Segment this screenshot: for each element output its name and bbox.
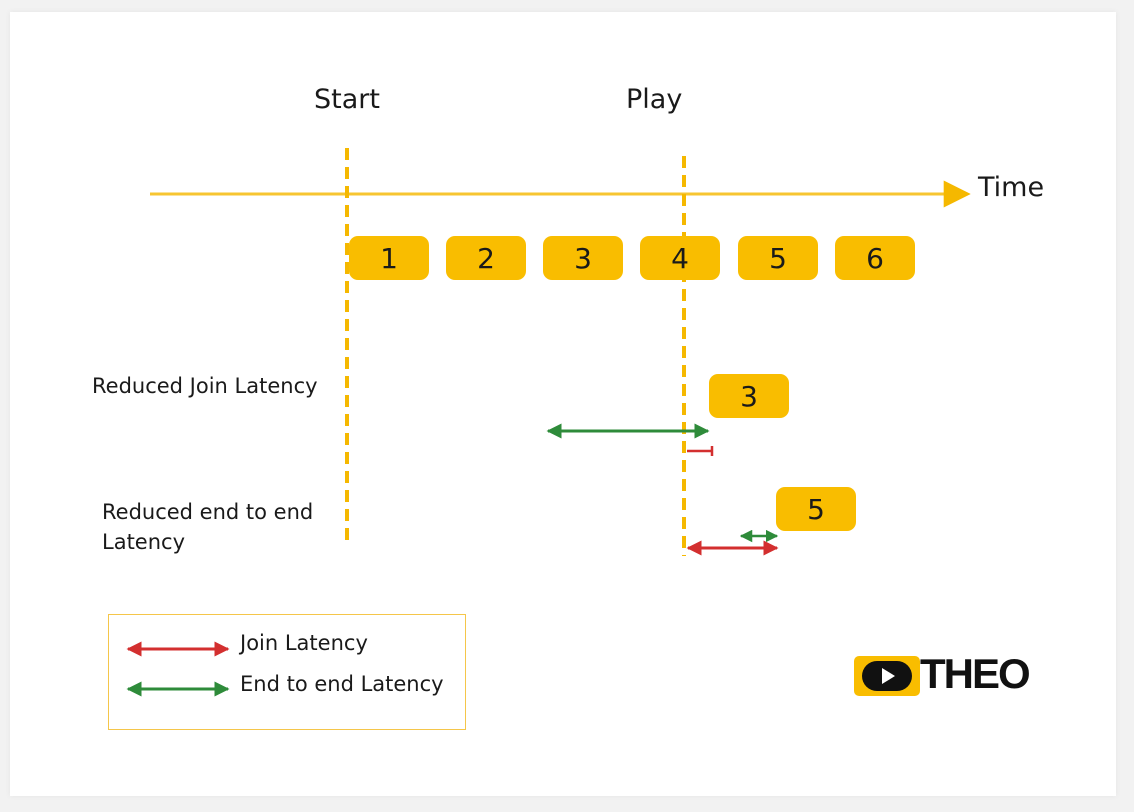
- segment-3: 3: [543, 236, 623, 280]
- theo-logo-text: THEO: [920, 650, 1031, 697]
- e2e-row-segment: 5: [776, 487, 856, 531]
- diagram-card: [10, 12, 1116, 796]
- play-label: Play: [626, 84, 683, 115]
- legend-e2e-label: End to end Latency: [240, 672, 444, 696]
- reduced-join-latency-label: Reduced Join Latency: [92, 374, 318, 398]
- reduced-e2e-latency-label-line1: Reduced end to end: [102, 500, 314, 524]
- reduced-e2e-latency-label-line2: Latency: [102, 530, 186, 554]
- time-axis-label: Time: [978, 172, 1045, 203]
- legend-join-label: Join Latency: [240, 631, 368, 655]
- segment-2: 2: [446, 236, 526, 280]
- join-row-segment: 3: [709, 374, 789, 418]
- segment-4: 4: [640, 236, 720, 280]
- start-label: Start: [314, 84, 380, 115]
- segment-6: 6: [835, 236, 915, 280]
- play-icon: [854, 656, 920, 696]
- legend-box: [108, 614, 466, 730]
- segment-1: 1: [349, 236, 429, 280]
- segment-5: 5: [738, 236, 818, 280]
